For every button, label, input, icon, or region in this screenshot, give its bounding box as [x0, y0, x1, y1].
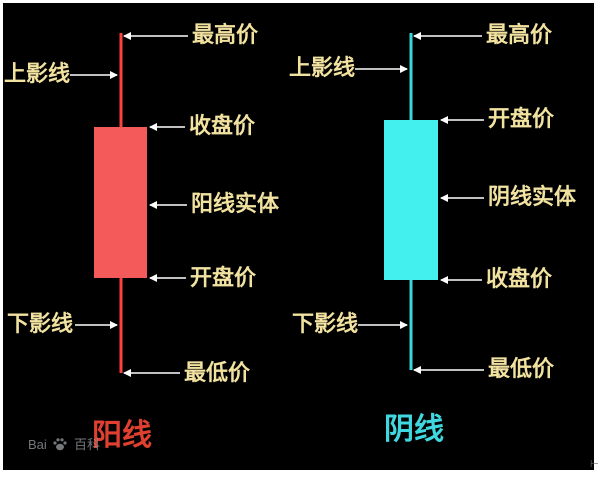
- yang-body: [94, 127, 147, 278]
- baidu-watermark: Bai 百科: [28, 434, 100, 453]
- yin-body: [384, 120, 438, 280]
- yang-close-label: 收盘价: [189, 113, 256, 139]
- yin-lower-shadow-label: 下影线: [292, 311, 359, 337]
- yang-upper-shadow-label: 上影线: [4, 61, 71, 87]
- yang-high-label: 最高价: [192, 22, 259, 48]
- yin-caption: 阴线: [384, 412, 444, 447]
- watermark-text-right: 百科: [74, 437, 101, 452]
- yin-upper-shadow-label: 上影线: [289, 55, 356, 81]
- yin-low-label: 最低价: [488, 356, 555, 382]
- paw-icon: [53, 438, 68, 451]
- yang-body-label: 阳线实体: [191, 191, 280, 217]
- watermark-text-left: Bai: [28, 437, 47, 452]
- yin-close-label: 收盘价: [486, 266, 553, 292]
- yang-open-label: 开盘价: [190, 265, 257, 291]
- yin-high-label: 最高价: [486, 22, 553, 48]
- yin-open-label: 开盘价: [488, 106, 555, 132]
- corner-mark: ⊢: [590, 459, 599, 470]
- yang-low-label: 最低价: [184, 360, 251, 386]
- yin-body-label: 阴线实体: [488, 184, 577, 210]
- yang-lower-shadow-label: 下影线: [7, 311, 74, 337]
- yang-caption: 阳线: [92, 418, 152, 453]
